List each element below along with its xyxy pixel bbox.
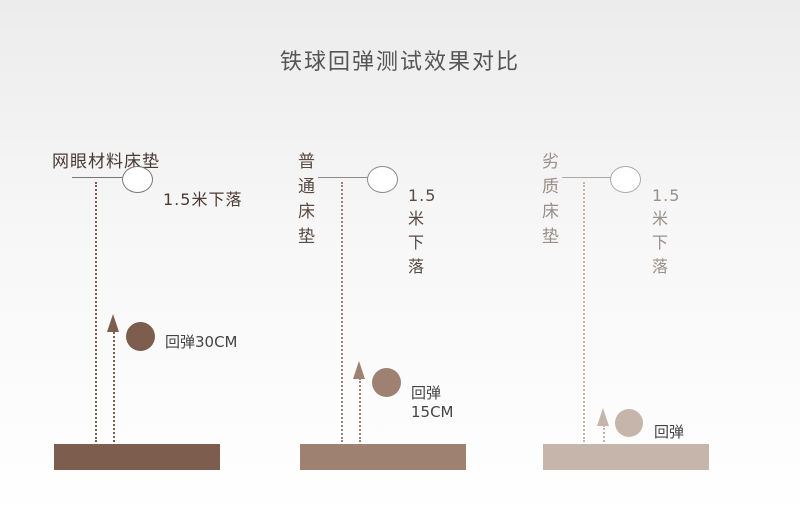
iron-ball-icon <box>372 368 401 397</box>
drop-height-line <box>562 177 612 178</box>
drop-height-label: 1.5米下落 <box>408 186 437 276</box>
panel-mesh-mattress: 网眼材料床垫 1.5米下落 回弹30CM <box>0 0 260 518</box>
panel-label: 劣质床垫 <box>542 152 560 247</box>
bounce-path-line <box>603 425 605 442</box>
drop-height-line <box>318 177 368 178</box>
up-arrow-icon <box>597 408 609 426</box>
fall-path-line <box>95 182 97 442</box>
mattress-block <box>543 444 709 470</box>
iron-ball-icon <box>126 322 155 351</box>
bounce-path-line <box>359 378 361 442</box>
fall-path-line <box>583 182 585 442</box>
bounce-height-label: 回弹30CM <box>165 333 238 351</box>
panel-inferior-mattress: 劣质床垫 1.5米下落 回弹5CM <box>0 0 709 518</box>
bounce-path-line <box>113 332 115 442</box>
drop-height-label: 1.5米下落 <box>652 186 681 276</box>
mattress-block <box>54 444 220 470</box>
drop-ball-icon <box>610 166 641 193</box>
drop-ball-icon <box>367 166 398 193</box>
iron-ball-icon <box>615 409 643 437</box>
panel-label: 普通床垫 <box>298 152 316 247</box>
up-arrow-icon <box>353 361 365 379</box>
drop-ball-icon <box>122 166 153 193</box>
drop-height-label: 1.5米下落 <box>163 190 243 209</box>
mattress-block <box>300 444 466 470</box>
up-arrow-icon <box>107 314 119 332</box>
bounce-height-label: 回弹15CM <box>411 384 454 421</box>
drop-height-line <box>72 177 122 178</box>
page-title: 铁球回弹测试效果对比 <box>279 50 520 75</box>
panel-normal-mattress: 普通床垫 1.5米下落 回弹15CM <box>0 0 466 518</box>
fall-path-line <box>341 182 343 442</box>
